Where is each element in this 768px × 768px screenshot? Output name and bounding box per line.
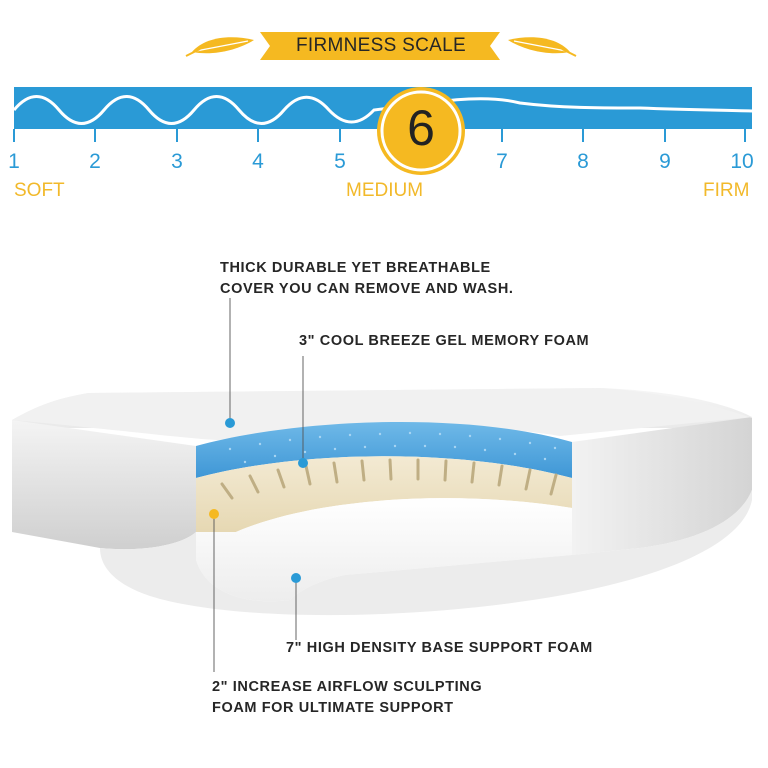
foam-channels — [220, 458, 558, 500]
callout-base-line1: 7" HIGH DENSITY BASE SUPPORT FOAM — [286, 640, 593, 656]
mattress-right-side — [572, 417, 752, 555]
feather-left-icon — [185, 37, 254, 57]
banner-ribbon — [260, 32, 500, 60]
rating-badge — [377, 87, 465, 175]
gel-layer — [196, 421, 572, 478]
scale-wave — [12, 95, 753, 125]
scale-ticks — [13, 129, 746, 142]
scale-number-3: 3 — [171, 150, 183, 173]
callout-base: 7" HIGH DENSITY BASE SUPPORT FOAM — [286, 638, 593, 659]
label-firm: FIRM — [703, 180, 750, 201]
mattress-illustration — [12, 388, 752, 616]
scale-number-4: 4 — [252, 150, 264, 173]
mattress-left-side — [12, 420, 196, 550]
callout-dot-airflow — [209, 509, 219, 519]
feather-right-icon — [508, 37, 577, 57]
scale-number-2: 2 — [89, 150, 101, 173]
scale-number-8: 8 — [577, 150, 589, 173]
scale-number-9: 9 — [659, 150, 671, 173]
base-foam-layer — [196, 498, 572, 602]
scale-number-7: 7 — [496, 150, 508, 173]
callout-gel: 3" COOL BREEZE GEL MEMORY FOAM — [299, 331, 589, 352]
callout-dot-base — [291, 573, 301, 583]
callout-dots — [209, 418, 308, 583]
callout-gel-line1: 3" COOL BREEZE GEL MEMORY FOAM — [299, 333, 590, 349]
callout-dot-gel — [298, 458, 308, 468]
callout-cover: THICK DURABLE YET BREATHABLE COVER YOU C… — [220, 258, 514, 300]
callout-cover-line1: THICK DURABLE YET BREATHABLE — [220, 260, 491, 276]
scale-number-10: 10 — [730, 150, 754, 173]
rating-value: 6 — [407, 100, 435, 156]
callout-airflow-line2: FOAM FOR ULTIMATE SUPPORT — [212, 700, 454, 716]
callout-cover-line2: COVER YOU CAN REMOVE AND WASH. — [220, 281, 514, 297]
callout-dot-cover — [225, 418, 235, 428]
label-medium: MEDIUM — [346, 180, 424, 201]
callout-airflow: 2" INCREASE AIRFLOW SCULPTING FOAM FOR U… — [212, 677, 482, 719]
label-soft: SOFT — [14, 180, 65, 201]
leader-lines — [213, 298, 304, 672]
scale-number-1: 1 — [8, 150, 20, 173]
banner-title: FIRMNESS SCALE — [296, 35, 466, 56]
sculpted-foam-layer — [196, 456, 572, 532]
scale-number-5: 5 — [334, 150, 346, 173]
gel-dots — [228, 431, 557, 464]
callout-airflow-line1: 2" INCREASE AIRFLOW SCULPTING — [212, 679, 483, 695]
